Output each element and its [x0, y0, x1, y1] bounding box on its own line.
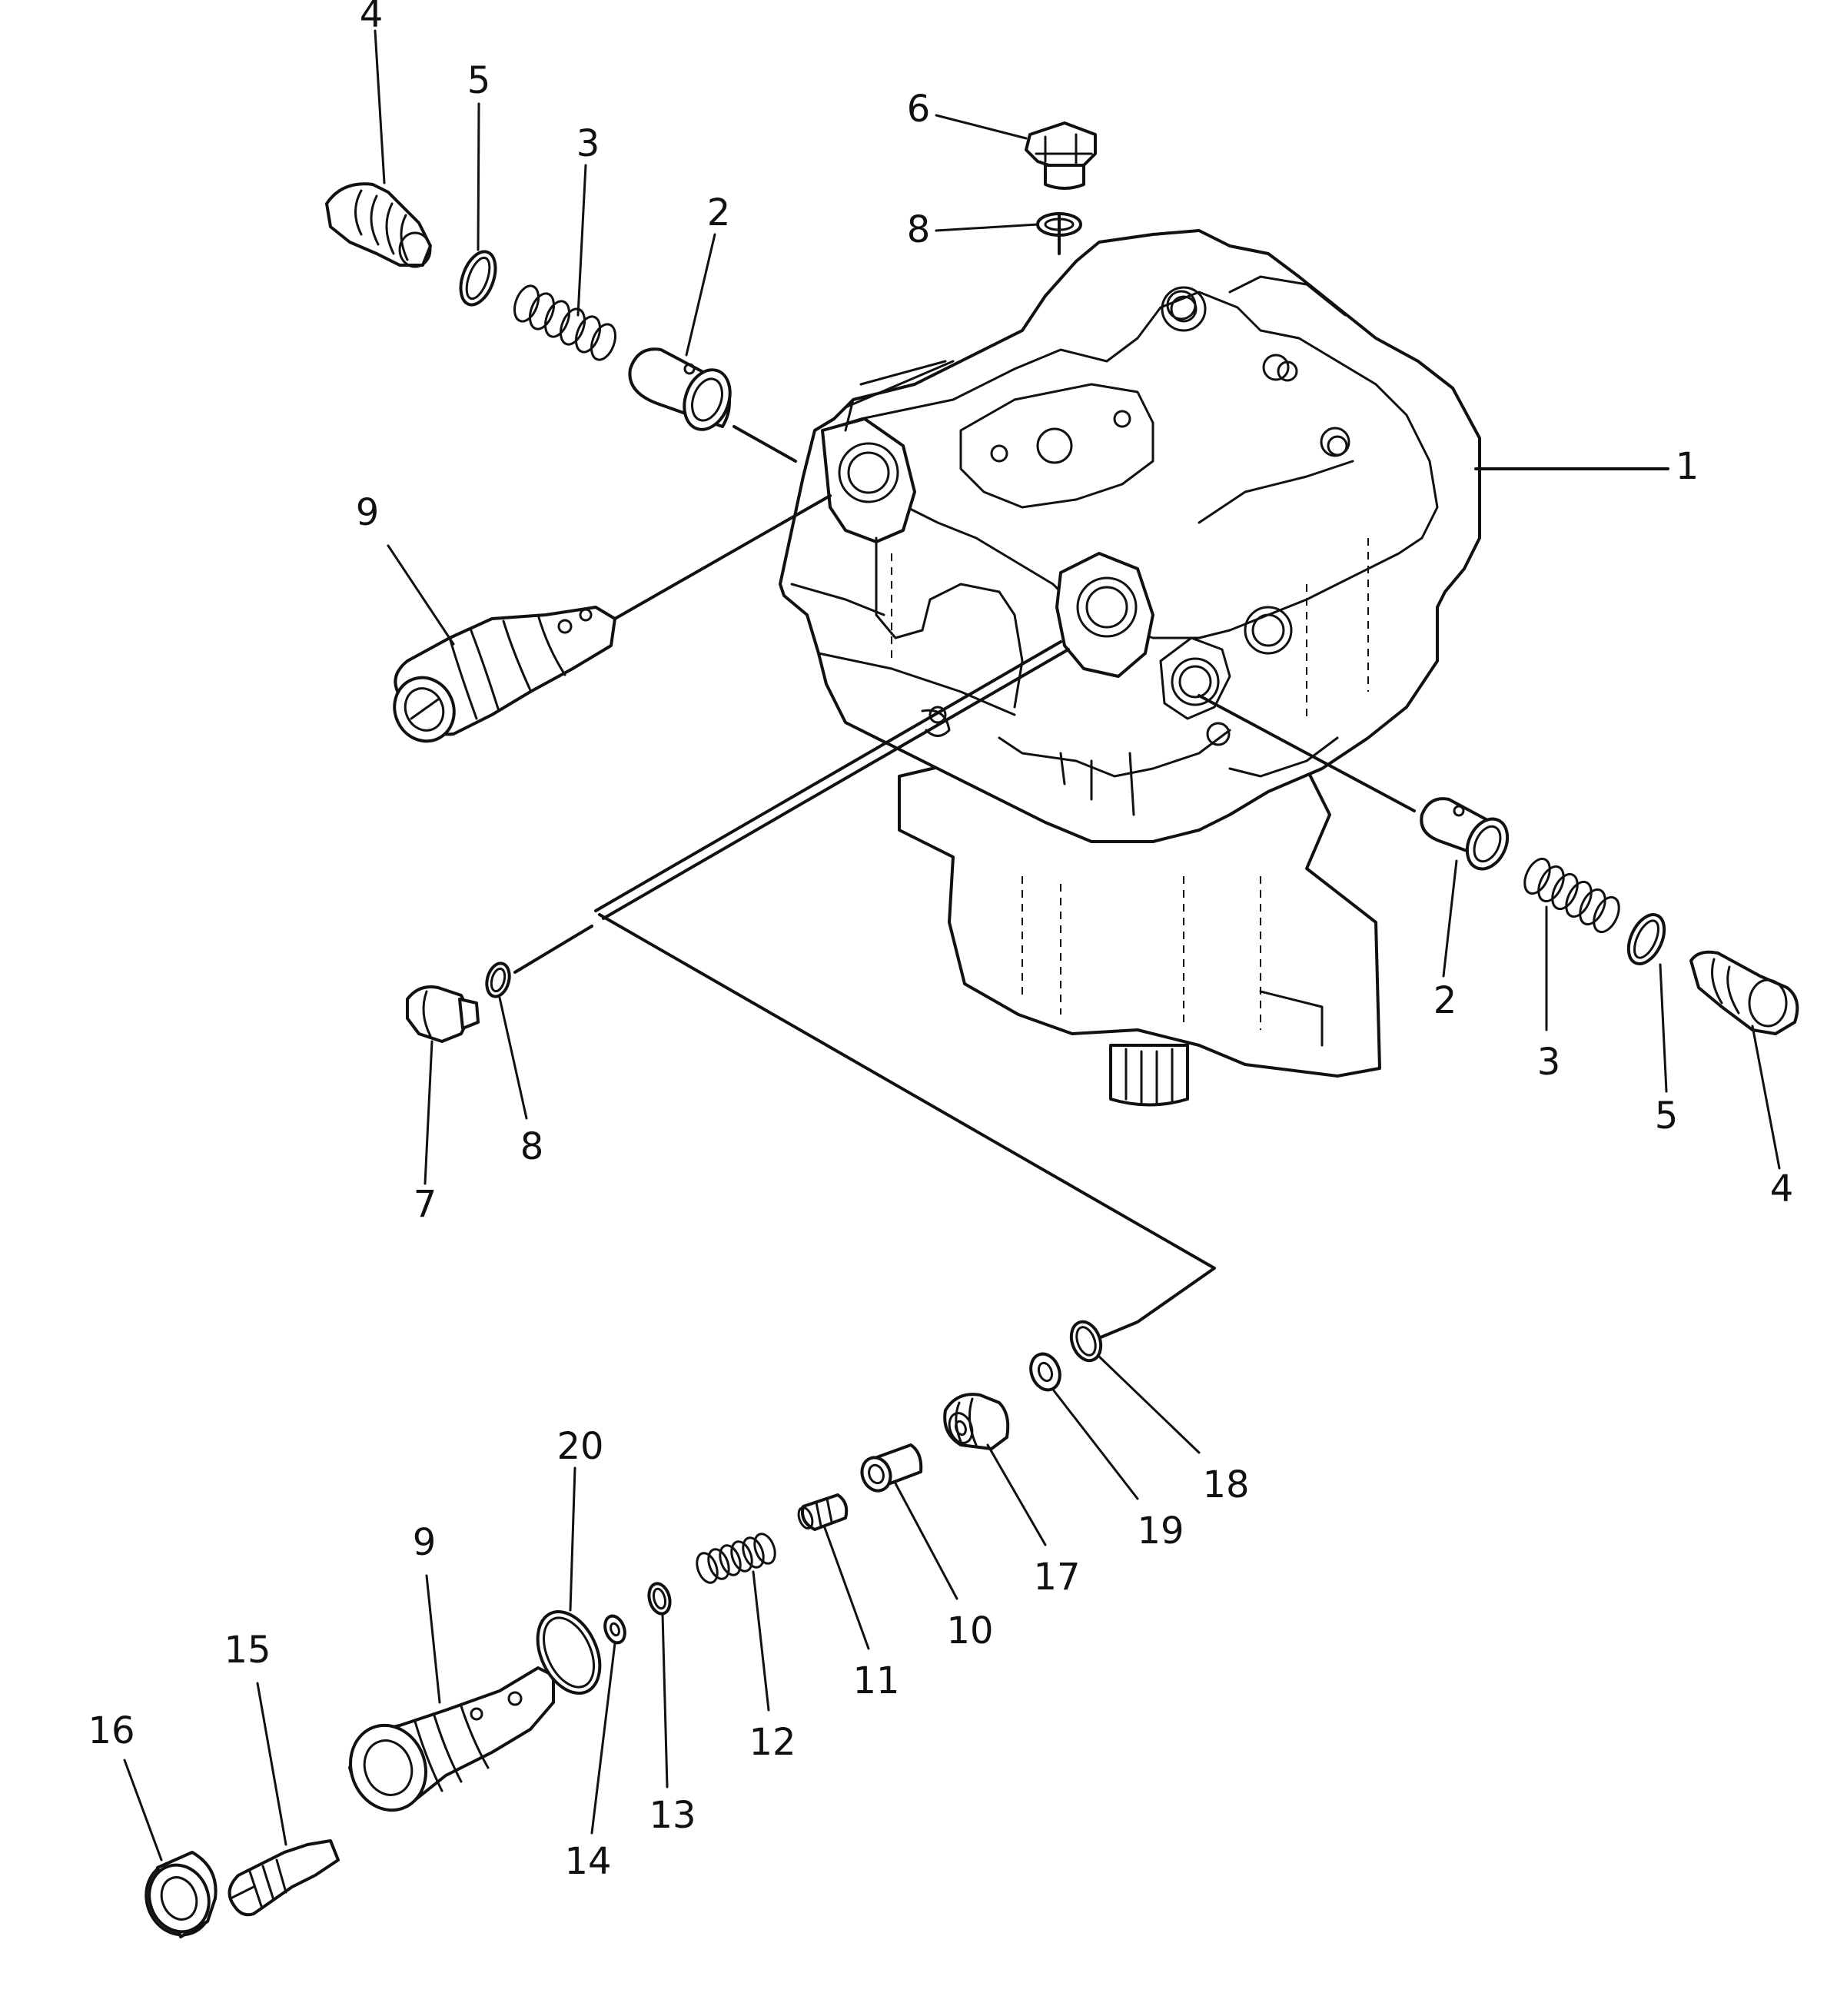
- callout-1: 1: [1676, 445, 1699, 488]
- o-ring-18: [1069, 1320, 1103, 1363]
- plug-7: [406, 985, 480, 1043]
- callout-leaders: [123, 29, 1781, 1862]
- sleeve-2-right: [1420, 797, 1510, 871]
- spring-12: [696, 1533, 776, 1584]
- washer-14: [603, 1614, 626, 1645]
- callout-14: 14: [564, 1840, 611, 1883]
- callout-7: 7: [414, 1183, 437, 1226]
- spring-3-right: [1523, 857, 1620, 934]
- o-ring-13: [647, 1582, 672, 1616]
- cap-16: [145, 1851, 218, 1938]
- motor-housing: [779, 229, 1481, 1107]
- callout-3-right: 3: [1537, 1041, 1561, 1084]
- poppet-11: [797, 1493, 849, 1531]
- callout-13: 13: [649, 1794, 696, 1837]
- callout-19: 19: [1137, 1510, 1184, 1553]
- plug-6: [1025, 121, 1097, 190]
- callout-5-right: 5: [1655, 1094, 1679, 1138]
- plug-17: [943, 1393, 1010, 1450]
- plug-4-upper: [325, 182, 432, 268]
- callout-4-upper: 4: [360, 0, 384, 36]
- relief-valve-9-lower: [348, 1666, 555, 1812]
- o-ring-5-right: [1626, 913, 1666, 965]
- callout-3-upper: 3: [576, 122, 600, 165]
- callout-20: 20: [556, 1425, 603, 1468]
- callout-2-upper: 2: [707, 191, 731, 234]
- spring-3-upper: [513, 284, 617, 361]
- callout-17: 17: [1033, 1556, 1080, 1599]
- callout-5-upper: 5: [467, 59, 491, 102]
- callout-8-left: 8: [520, 1125, 544, 1168]
- callout-2-right: 2: [1433, 979, 1457, 1022]
- callout-11: 11: [852, 1659, 899, 1702]
- o-ring-8-left: [485, 962, 511, 998]
- sleeve-2-upper: [628, 347, 732, 431]
- seat-10: [860, 1443, 923, 1493]
- callout-15: 15: [224, 1629, 271, 1672]
- callout-labels: 1 2 2 3 3 4 4 5 5 6 7 8 8 9 9 10 11 12 1…: [88, 0, 1793, 1883]
- callout-9-lower: 9: [413, 1521, 437, 1564]
- adjust-screw-15: [228, 1839, 340, 1917]
- callout-16: 16: [88, 1709, 135, 1752]
- o-ring-20: [536, 1610, 602, 1695]
- o-ring-5-upper: [459, 250, 497, 307]
- plug-4-right: [1689, 950, 1799, 1035]
- relief-valve-9-upper: [393, 606, 616, 743]
- washer-19: [1029, 1352, 1061, 1392]
- callout-4-right: 4: [1770, 1167, 1794, 1211]
- callout-18: 18: [1202, 1463, 1249, 1506]
- callout-9-upper: 9: [356, 491, 380, 534]
- callout-6: 6: [907, 88, 931, 131]
- callout-12: 12: [749, 1721, 796, 1764]
- assembly-lines: [513, 212, 1669, 1339]
- callout-8-upper: 8: [907, 208, 931, 251]
- callout-10: 10: [946, 1609, 993, 1652]
